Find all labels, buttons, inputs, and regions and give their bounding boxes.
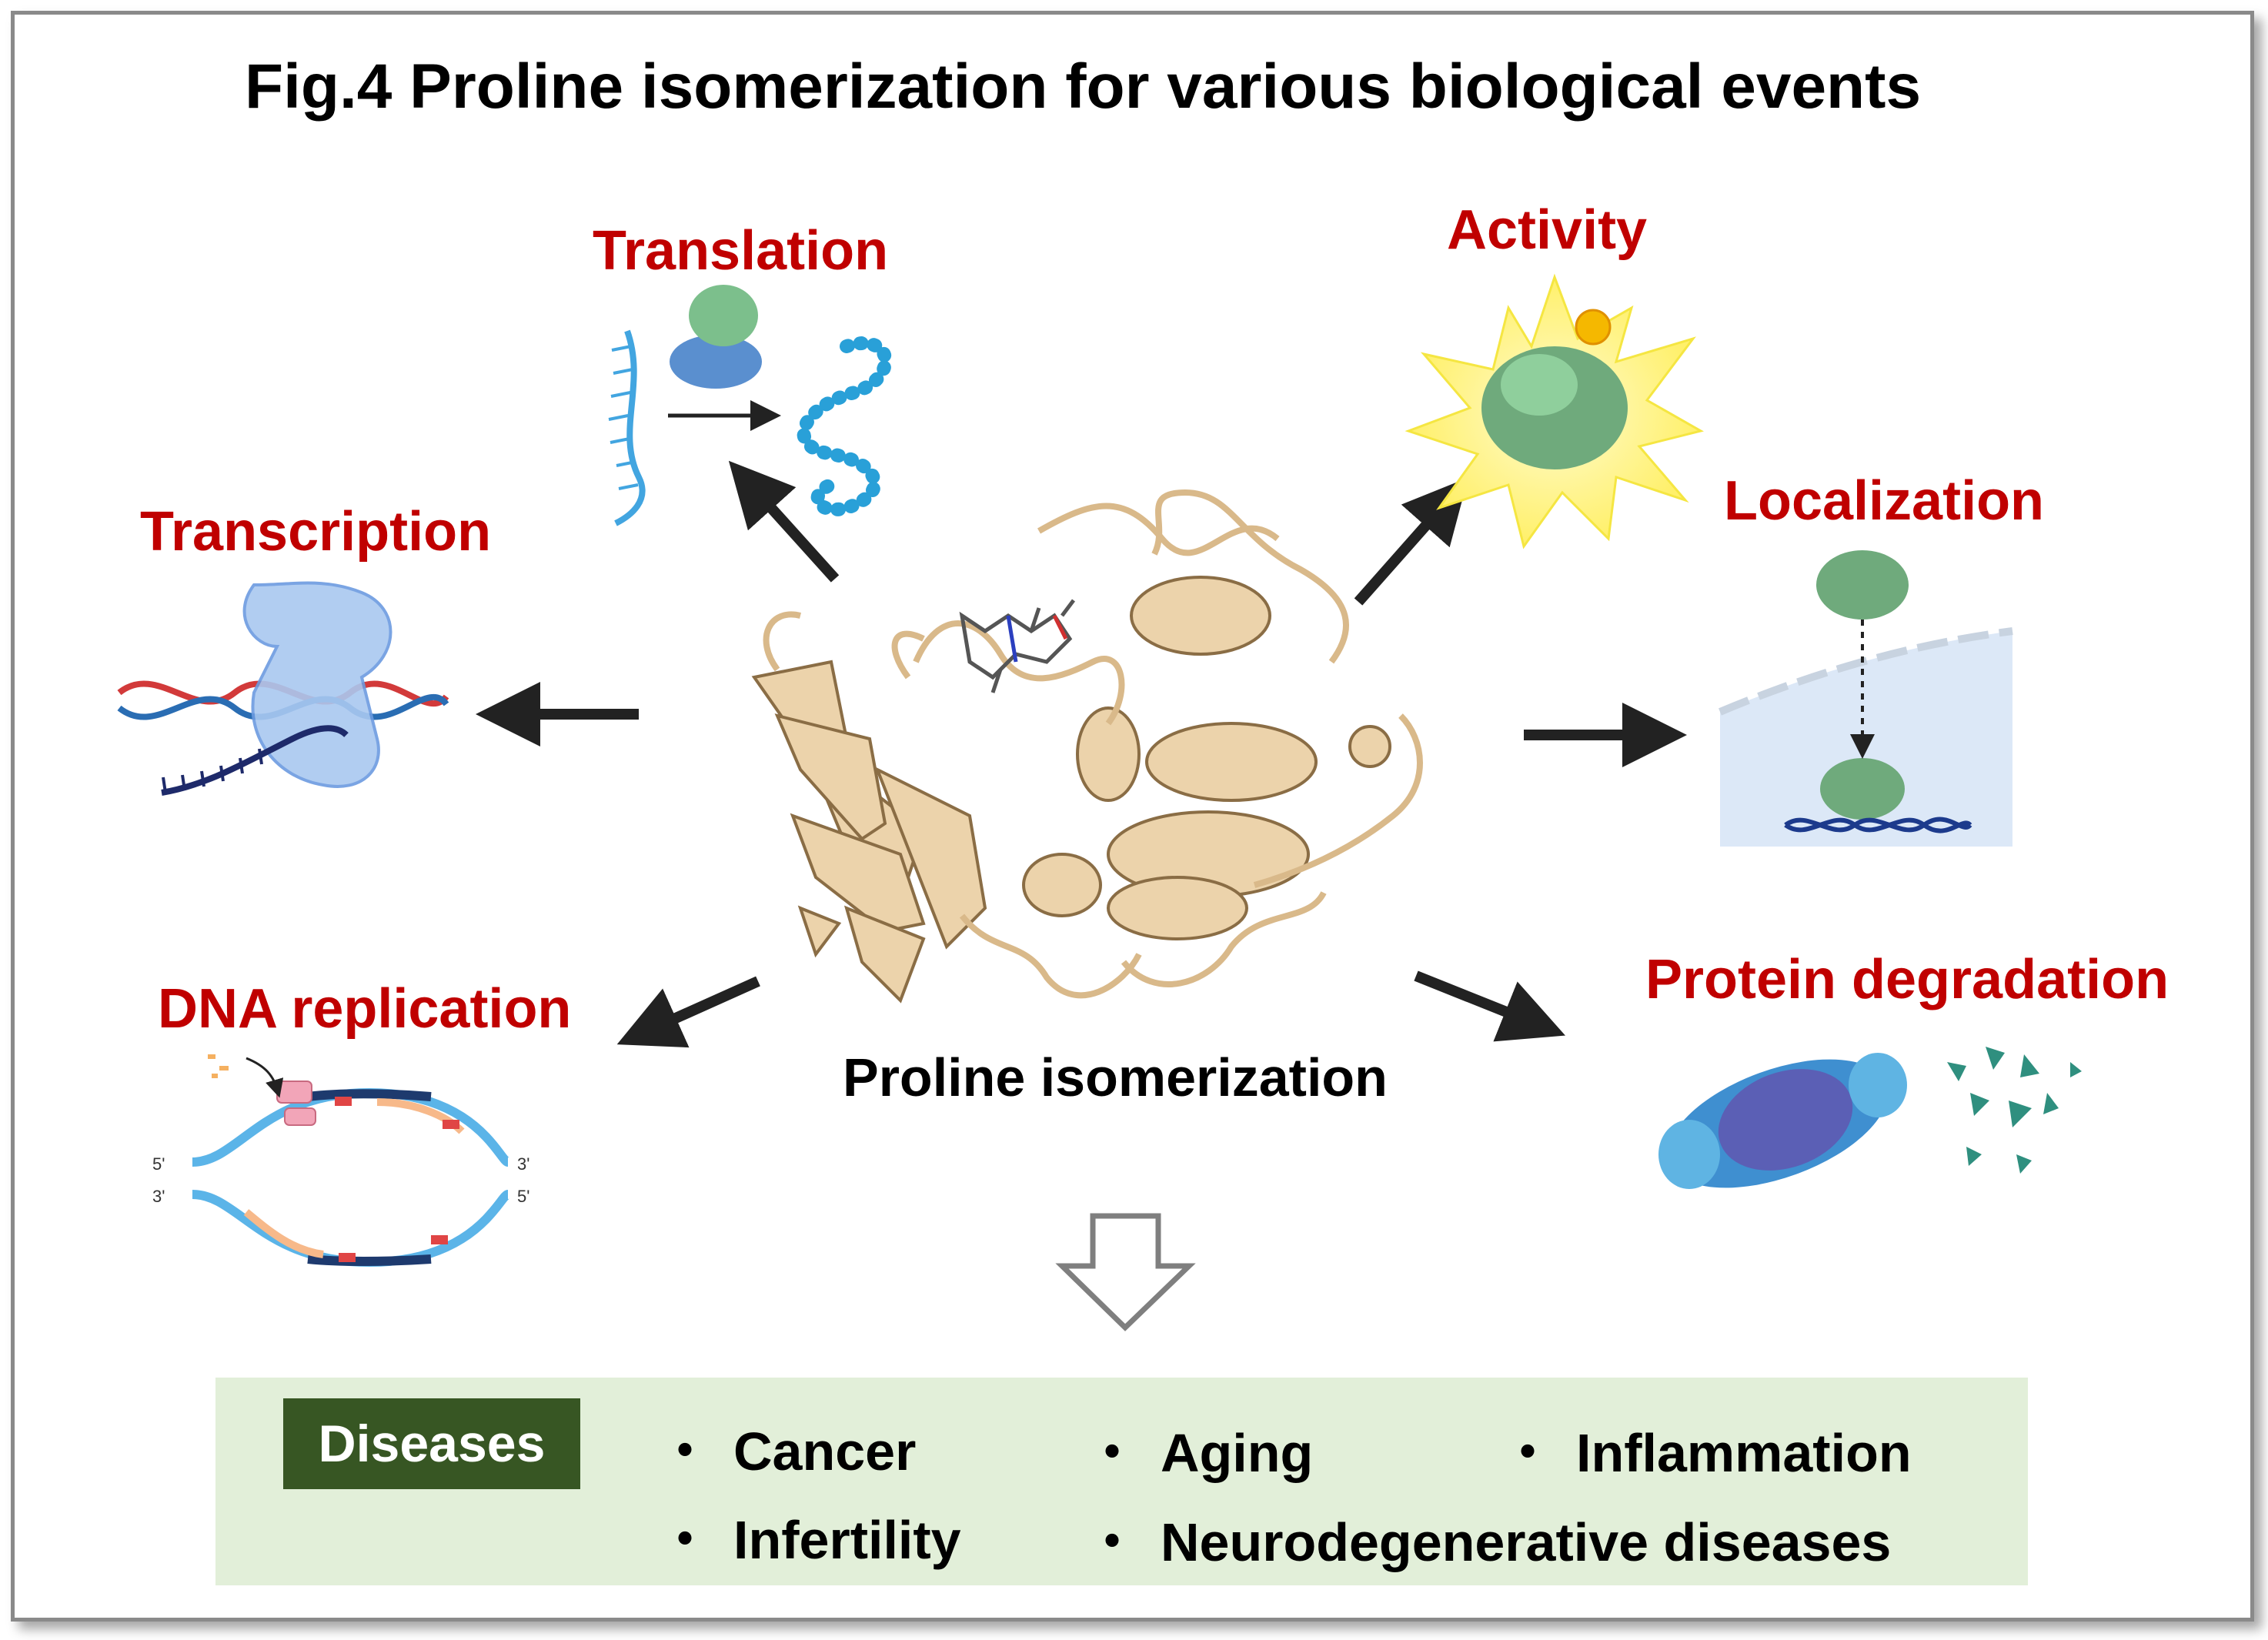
bullet: ・ xyxy=(1501,1423,1555,1483)
label-protein-degradation: Protein degradation xyxy=(1645,949,2169,1010)
arrow-to-protein-degradation xyxy=(1414,970,1565,1042)
translation-icon xyxy=(608,285,893,526)
bullet: ・ xyxy=(658,1510,712,1570)
label-activity: Activity xyxy=(1447,199,1648,261)
arrow-to-activity xyxy=(1354,477,1468,606)
strand-label-bottom-right: 5' xyxy=(517,1187,529,1206)
strand-label-bottom-left: 3' xyxy=(152,1187,165,1206)
diseases-tag: Diseases xyxy=(283,1398,580,1489)
strand-label-top-left: 5' xyxy=(152,1154,165,1174)
localization-icon xyxy=(1719,550,2013,847)
label-transcription: Transcription xyxy=(140,501,492,563)
proline-protein-structure-icon xyxy=(751,576,1391,1004)
ligand-molecule-icon xyxy=(959,599,1075,693)
bullet: ・ xyxy=(1085,1423,1139,1483)
strand-label-top-right: 3' xyxy=(517,1154,529,1174)
transcription-icon xyxy=(117,581,449,796)
disease-item: ・Cancer xyxy=(658,1421,917,1481)
disease-item: ・Neurodegenerative diseases xyxy=(1085,1512,1892,1572)
arrow-to-translation xyxy=(728,460,840,583)
arrow-to-dna-replication xyxy=(616,976,760,1048)
disease-item: ・Infertility xyxy=(658,1510,961,1570)
disease-item: ・Aging xyxy=(1085,1423,1314,1483)
disease-item: ・Inflammation xyxy=(1501,1423,1912,1483)
bullet: ・ xyxy=(658,1421,712,1481)
protein-loops xyxy=(763,489,1423,999)
label-translation: Translation xyxy=(593,220,889,282)
label-dna-replication: DNA replication xyxy=(158,978,572,1040)
bullet: ・ xyxy=(1085,1512,1139,1572)
figure-title: Fig.4 Proline isomerization for various … xyxy=(245,52,1922,122)
dna-replication-icon: 5' 3' 3' 5' xyxy=(152,1054,529,1268)
protein-degradation-icon xyxy=(1658,1047,2082,1189)
activity-icon xyxy=(1405,273,1704,549)
down-arrow-icon xyxy=(1055,1213,1196,1331)
label-localization: Localization xyxy=(1724,470,2045,532)
center-label: Proline isomerization xyxy=(843,1047,1388,1107)
arrows xyxy=(476,460,1687,1048)
